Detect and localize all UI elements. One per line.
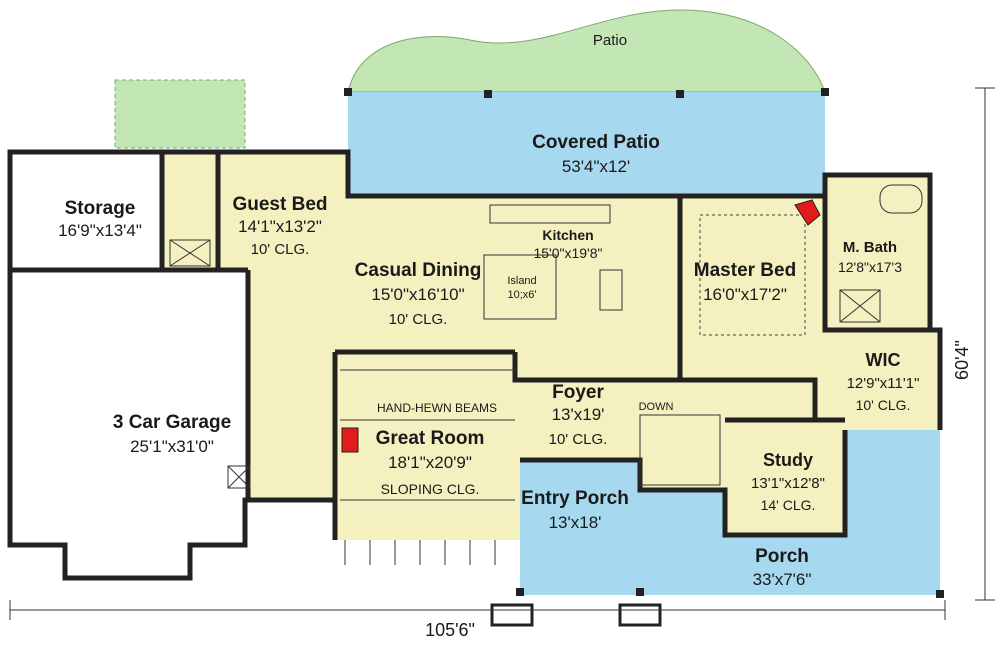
foyer-size: 13'x19' bbox=[552, 405, 605, 424]
study-name: Study bbox=[763, 450, 813, 470]
great-room-size: 18'1"x20'9" bbox=[388, 453, 472, 472]
island-size: 10;x6' bbox=[507, 289, 536, 301]
front-step-right bbox=[618, 603, 662, 627]
porch-name: Porch bbox=[755, 546, 809, 567]
study-size: 13'1"x12'8" bbox=[751, 475, 825, 492]
foyer-name: Foyer bbox=[552, 382, 604, 403]
entry-porch-size: 13'x18' bbox=[549, 513, 602, 532]
down-label: DOWN bbox=[639, 401, 674, 413]
guest-bed-size: 14'1"x13'2" bbox=[238, 217, 322, 236]
kitchen-size: 15'0"x19'8" bbox=[533, 245, 602, 261]
great-room-ceiling: SLOPING CLG. bbox=[381, 481, 480, 497]
great-room-beams: HAND-HEWN BEAMS bbox=[377, 401, 497, 415]
kitchen-name: Kitchen bbox=[542, 227, 593, 243]
m-bath-name: M. Bath bbox=[843, 239, 897, 256]
foyer-ceiling: 10' CLG. bbox=[549, 431, 608, 448]
wic-ceiling: 10' CLG. bbox=[856, 397, 911, 413]
garage-name: 3 Car Garage bbox=[113, 412, 231, 433]
casual-dining-ceiling: 10' CLG. bbox=[389, 311, 448, 328]
wic-name: WIC bbox=[866, 350, 901, 370]
side-patio bbox=[114, 79, 246, 149]
front-step-left bbox=[490, 603, 534, 627]
porch-area bbox=[520, 430, 940, 595]
fireplace-master bbox=[794, 199, 821, 226]
m-bath-size: 12'8"x17'3 bbox=[838, 259, 902, 275]
master-bed-name: Master Bed bbox=[694, 260, 796, 281]
width-dimension: 105'6" bbox=[425, 620, 475, 640]
garage-size: 25'1"x31'0" bbox=[130, 437, 214, 456]
covered-patio-name: Covered Patio bbox=[532, 132, 660, 153]
depth-dimension: 60'4" bbox=[952, 340, 972, 380]
master-bed-size: 16'0"x17'2" bbox=[703, 285, 787, 304]
wic-size: 12'9"x11'1" bbox=[847, 375, 920, 392]
guest-bed-ceiling: 10' CLG. bbox=[251, 241, 310, 258]
island-name: Island bbox=[507, 275, 536, 287]
study-ceiling: 14' CLG. bbox=[761, 497, 816, 513]
garage-area bbox=[10, 270, 245, 578]
casual-dining-size: 15'0"x16'10" bbox=[371, 285, 464, 304]
great-room-name: Great Room bbox=[376, 428, 485, 449]
storage-area bbox=[10, 152, 162, 270]
patio-name: Patio bbox=[593, 32, 627, 49]
porch-size: 33'x7'6" bbox=[753, 570, 812, 589]
fireplace-great-room bbox=[341, 427, 359, 453]
guest-bed-name: Guest Bed bbox=[232, 194, 327, 215]
patio-area bbox=[347, 9, 826, 93]
covered-patio-area bbox=[348, 92, 825, 196]
entry-porch-name: Entry Porch bbox=[521, 488, 629, 509]
storage-name: Storage bbox=[65, 198, 136, 219]
covered-patio-size: 53'4"x12' bbox=[562, 157, 630, 176]
storage-size: 16'9"x13'4" bbox=[58, 221, 142, 240]
casual-dining-name: Casual Dining bbox=[355, 260, 482, 281]
